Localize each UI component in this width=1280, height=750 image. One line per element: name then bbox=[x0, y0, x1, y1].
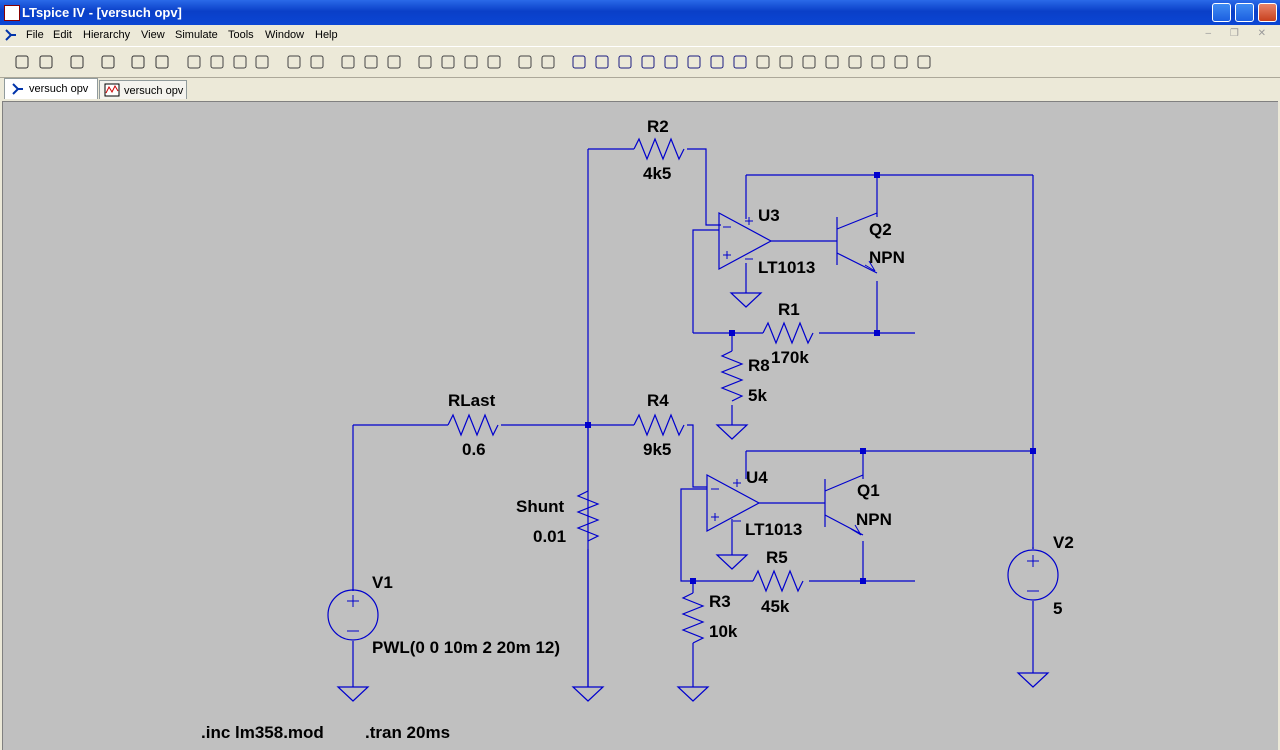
cascade-icon[interactable] bbox=[363, 54, 379, 70]
paste-icon[interactable] bbox=[463, 54, 479, 70]
inc-directive[interactable]: .inc lm358.mod bbox=[201, 723, 324, 742]
wire-icon[interactable] bbox=[571, 54, 587, 70]
r2-label[interactable]: R2 bbox=[647, 117, 669, 136]
tab-schematic-label: versuch opv bbox=[29, 83, 89, 95]
u4-label[interactable]: U4 bbox=[746, 468, 768, 487]
autorange-icon[interactable] bbox=[286, 54, 302, 70]
u3-value[interactable]: LT1013 bbox=[758, 258, 815, 277]
q2-value[interactable]: NPN bbox=[869, 248, 905, 267]
close-button[interactable] bbox=[1258, 3, 1277, 22]
toolbar bbox=[0, 46, 1280, 78]
window-title: LTspice IV - [versuch opv] bbox=[22, 5, 182, 20]
component-icon[interactable] bbox=[732, 54, 748, 70]
drag-icon[interactable] bbox=[778, 54, 794, 70]
schematic-doc-icon[interactable] bbox=[4, 28, 18, 42]
r4-label[interactable]: R4 bbox=[647, 391, 669, 410]
r2-value[interactable]: 4k5 bbox=[643, 164, 671, 183]
menu-simulate[interactable]: Simulate bbox=[175, 29, 218, 41]
menu-edit[interactable]: Edit bbox=[53, 29, 72, 41]
v1-value[interactable]: PWL(0 0 10m 2 20m 12) bbox=[372, 638, 560, 657]
shunt-label[interactable]: Shunt bbox=[516, 497, 564, 516]
title-bar: LTspice IV - [versuch opv] bbox=[0, 0, 1280, 25]
zoom-pan-icon[interactable] bbox=[209, 54, 225, 70]
r8-value[interactable]: 5k bbox=[748, 386, 767, 405]
r3-label[interactable]: R3 bbox=[709, 592, 731, 611]
menu-bar: File Edit Hierarchy View Simulate Tools … bbox=[0, 25, 1280, 46]
open-icon[interactable] bbox=[38, 54, 54, 70]
mdi-window-controls[interactable]: ‒ ❐ ✕ bbox=[1205, 28, 1274, 39]
redo-icon[interactable] bbox=[824, 54, 840, 70]
inductor-icon[interactable] bbox=[686, 54, 702, 70]
menu-hierarchy[interactable]: Hierarchy bbox=[83, 29, 131, 41]
tran-directive[interactable]: .tran 20ms bbox=[365, 723, 450, 742]
minimize-button[interactable] bbox=[1212, 3, 1231, 22]
run-icon[interactable] bbox=[130, 54, 146, 70]
diode-icon[interactable] bbox=[709, 54, 725, 70]
find-icon[interactable] bbox=[486, 54, 502, 70]
move-icon[interactable] bbox=[755, 54, 771, 70]
text-icon[interactable] bbox=[893, 54, 909, 70]
tab-waveform[interactable]: versuch opv bbox=[99, 80, 187, 99]
menu-file[interactable]: File bbox=[26, 29, 44, 41]
v2-value[interactable]: 5 bbox=[1053, 599, 1062, 618]
zoom-out-icon[interactable] bbox=[232, 54, 248, 70]
v2-label[interactable]: V2 bbox=[1053, 533, 1074, 552]
label-net-icon[interactable] bbox=[617, 54, 633, 70]
u4-value[interactable]: LT1013 bbox=[745, 520, 802, 539]
capacitor-icon[interactable] bbox=[663, 54, 679, 70]
q1-value[interactable]: NPN bbox=[856, 510, 892, 529]
ground-icon[interactable] bbox=[594, 54, 610, 70]
print-setup-icon[interactable] bbox=[517, 54, 533, 70]
tab-bar: versuch opv versuch opv bbox=[0, 78, 1280, 100]
tab-schematic[interactable]: versuch opv bbox=[4, 78, 98, 99]
halt-icon[interactable] bbox=[154, 54, 170, 70]
schematic-canvas[interactable]: R2 4k5 U3 LT1013 Q2 NPN R1 170k R8 5k RL… bbox=[2, 101, 1278, 750]
menu-tools[interactable]: Tools bbox=[228, 29, 254, 41]
r5-label[interactable]: R5 bbox=[766, 548, 788, 567]
tab-waveform-label: versuch opv bbox=[124, 85, 184, 97]
print-icon[interactable] bbox=[540, 54, 556, 70]
menu-help[interactable]: Help bbox=[315, 29, 338, 41]
r3-value[interactable]: 10k bbox=[709, 622, 738, 641]
maximize-button[interactable] bbox=[1235, 3, 1254, 22]
tile-vertical-icon[interactable] bbox=[386, 54, 402, 70]
zoom-fit-icon[interactable] bbox=[254, 54, 270, 70]
zoom-in-icon[interactable] bbox=[186, 54, 202, 70]
rlast-value[interactable]: 0.6 bbox=[462, 440, 486, 459]
tile-horizontal-icon[interactable] bbox=[340, 54, 356, 70]
spice-directive-icon[interactable] bbox=[916, 54, 932, 70]
rlast-label[interactable]: RLast bbox=[448, 391, 496, 410]
q1-label[interactable]: Q1 bbox=[857, 481, 880, 500]
resistor-icon[interactable] bbox=[640, 54, 656, 70]
ltspice-app-icon[interactable] bbox=[4, 5, 20, 21]
r4-value[interactable]: 9k5 bbox=[643, 440, 671, 459]
cut-icon[interactable] bbox=[417, 54, 433, 70]
save-icon[interactable] bbox=[69, 54, 85, 70]
schematic-drawing: R2 4k5 U3 LT1013 Q2 NPN R1 170k R8 5k RL… bbox=[201, 117, 1074, 742]
mirror-icon[interactable] bbox=[870, 54, 886, 70]
q2-label[interactable]: Q2 bbox=[869, 220, 892, 239]
schematic-icon bbox=[12, 83, 23, 95]
rotate-icon[interactable] bbox=[847, 54, 863, 70]
copy-icon[interactable] bbox=[440, 54, 456, 70]
v1-label[interactable]: V1 bbox=[372, 573, 393, 592]
waveform-icon bbox=[104, 83, 120, 97]
r1-value[interactable]: 170k bbox=[771, 348, 809, 367]
menu-view[interactable]: View bbox=[141, 29, 165, 41]
u3-label[interactable]: U3 bbox=[758, 206, 780, 225]
r1-label[interactable]: R1 bbox=[778, 300, 800, 319]
new-schematic-icon[interactable] bbox=[14, 54, 30, 70]
undo-icon[interactable] bbox=[801, 54, 817, 70]
r8-label[interactable]: R8 bbox=[748, 356, 770, 375]
r5-value[interactable]: 45k bbox=[761, 597, 790, 616]
menu-window[interactable]: Window bbox=[265, 29, 305, 41]
control-panel-icon[interactable] bbox=[100, 54, 116, 70]
shunt-value[interactable]: 0.01 bbox=[533, 527, 566, 546]
plot-settings-icon[interactable] bbox=[309, 54, 325, 70]
